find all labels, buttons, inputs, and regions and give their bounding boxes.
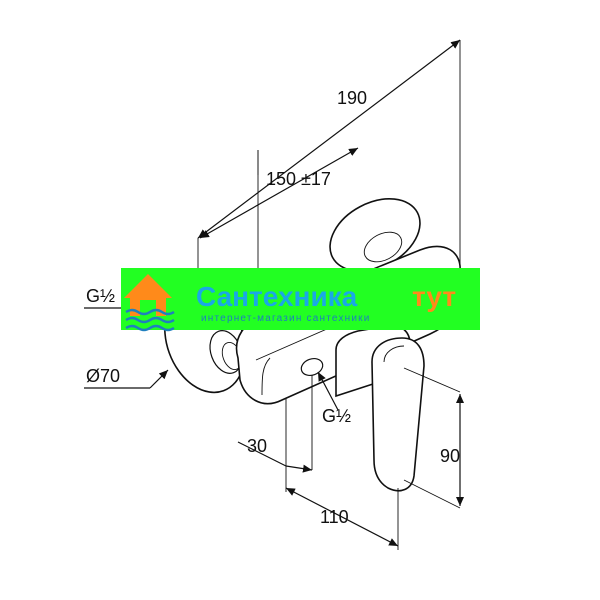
outlet-hole bbox=[300, 357, 324, 377]
lever-handle bbox=[371, 337, 425, 492]
watermark: Сантехника тут интернет-магазин сантехни… bbox=[121, 268, 480, 332]
dim-110-label: 110 bbox=[320, 507, 349, 527]
dim-190-label: 190 bbox=[337, 88, 367, 108]
lever-highlight bbox=[383, 345, 405, 363]
dim-90-label: 90 bbox=[440, 446, 460, 466]
watermark-subtitle: интернет-магазин сантехники bbox=[201, 313, 371, 324]
dim-30-arrow bbox=[285, 464, 313, 473]
watermark-title: Сантехника bbox=[196, 281, 358, 312]
ext-line-top-90 bbox=[403, 367, 461, 393]
watermark-title-accent: тут bbox=[412, 281, 456, 312]
outlet-thread-label: G½ bbox=[322, 406, 351, 426]
house-logo-icon bbox=[124, 274, 175, 332]
leader-diameter bbox=[149, 369, 169, 389]
dimension-lines bbox=[84, 39, 464, 550]
ext-line-bottom-90 bbox=[403, 479, 461, 509]
dim-110-line bbox=[285, 487, 399, 547]
faucet-drawing bbox=[163, 198, 461, 492]
leader-outlet-thread bbox=[317, 371, 339, 411]
watermark-band bbox=[121, 268, 480, 330]
dim-190-line bbox=[197, 39, 461, 239]
dim-150-line bbox=[199, 147, 359, 239]
dim-30-leader bbox=[237, 441, 287, 467]
dim-30-label: 30 bbox=[247, 436, 267, 456]
mixer-body-end bbox=[261, 357, 271, 396]
dimension-labels: 190 150 ±17 G½ Ø70 G½ 30 110 90 bbox=[86, 88, 460, 527]
rosette-diameter-label: Ø70 bbox=[86, 366, 120, 386]
inlet-thread-label: G½ bbox=[86, 286, 115, 306]
dim-150-label: 150 ±17 bbox=[266, 169, 331, 189]
